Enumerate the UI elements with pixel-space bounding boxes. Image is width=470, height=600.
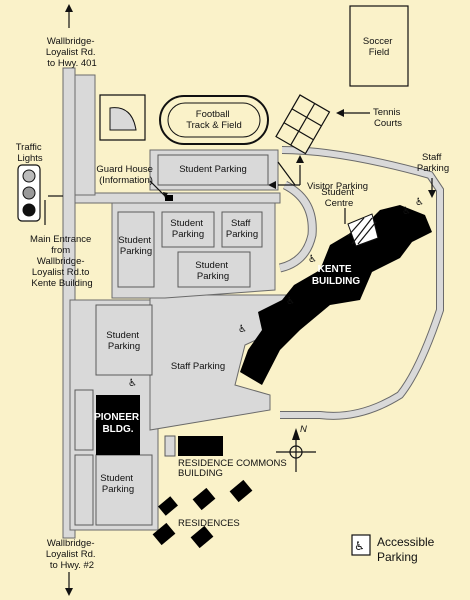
visitor-parking-pointers (268, 155, 304, 189)
hatch-1 (351, 217, 373, 245)
legend-swatch (351, 534, 371, 556)
accessible-icon-4: ♿ (286, 296, 295, 307)
hatch-3 (347, 217, 365, 237)
residence-commons-building (178, 436, 223, 456)
kente-building (240, 205, 432, 385)
student-parking-south (95, 454, 153, 526)
baseball-infield (109, 107, 137, 131)
student-parking-top-label: Student Parking (179, 164, 247, 175)
guard-house (165, 195, 173, 201)
north-access-road (74, 74, 96, 196)
accessible-icon-3: ♿ (308, 254, 317, 265)
traffic-lights-label: Traffic Lights (16, 142, 45, 164)
residence-commons-label: RESIDENCE COMMONS BUILDING (178, 458, 289, 479)
student-parking-west-label: Student Parking (106, 330, 141, 352)
legend-label: Accessible Parking (377, 535, 438, 564)
staff-parking-ne-label: Staff Parking (417, 152, 449, 174)
staff-parking-inner-lot (221, 211, 263, 248)
guard-house-pointer (149, 180, 166, 197)
accessible-icon-1: ♿ (402, 206, 411, 217)
staff-parking-center-label: Staff Parking (171, 361, 225, 372)
pioneer-building (96, 395, 140, 455)
student-parking-mid2-label: Student Parking (195, 260, 230, 282)
football-track (159, 95, 269, 145)
tennis-arrowhead (336, 109, 344, 117)
residences-label: RESIDENCES (178, 518, 240, 529)
traffic-light-top (22, 169, 36, 183)
small-lot-3 (164, 435, 176, 457)
inner-curve-road-fill (279, 181, 316, 272)
student-parking-mid1 (161, 211, 215, 248)
main-entrance-label: Main Entrance from Wallbridge- Loyalist … (30, 234, 94, 289)
football-track-inner (167, 102, 261, 138)
traffic-light-mid (22, 186, 36, 200)
student-parking-south-label: Student Parking (100, 473, 135, 495)
soccer-field-label: Soccer Field (363, 36, 395, 58)
soccer-field (349, 5, 409, 87)
ring-road-inner (280, 147, 443, 419)
student-parking-left-label: Student Parking (118, 235, 153, 257)
student-parking-top (157, 154, 269, 186)
traffic-light-bottom (22, 203, 36, 217)
south-road-label: Wallbridge- Loyalist Rd. to Hwy. #2 (46, 538, 98, 571)
tennis-courts-label: Tennis Courts (373, 107, 403, 129)
visitor-parking-label: Visitor Parking (307, 181, 368, 192)
residences (152, 479, 253, 549)
legend-accessible-icon: ♿ (354, 539, 365, 553)
hatch-2 (357, 221, 377, 245)
guard-house-label: Guard House (Information) (96, 164, 155, 186)
accessible-icon-2: ♿ (415, 197, 424, 208)
north-arrow (276, 428, 316, 472)
north-road-arrow (65, 4, 73, 28)
staff-parking-ne-pointer (428, 178, 436, 198)
accessible-icon-6: ♿ (128, 378, 137, 389)
accessible-icon-5: ♿ (238, 324, 247, 335)
south-road-arrow (65, 572, 73, 596)
student-parking-mid1-label: Student Parking (170, 218, 205, 240)
small-lot-1 (74, 389, 94, 451)
north-road-label: Wallbridge- Loyalist Rd. to Hwy. 401 (46, 36, 98, 69)
main-entrance-road (74, 192, 281, 204)
north-arrow-label: N (300, 424, 307, 435)
student-parking-west (95, 304, 153, 376)
tennis-courts (275, 94, 331, 155)
guard-house-arrowhead (163, 192, 168, 198)
student-parking-left (117, 211, 155, 288)
student-parking-mid2 (177, 251, 251, 288)
kente-building-label: KENTE BUILDING (312, 264, 361, 287)
staff-parking-inner-label: Staff Parking (226, 218, 258, 240)
small-lot-2 (74, 454, 94, 526)
football-label: Football Track & Field (186, 109, 242, 131)
student-centre-label: Student Centre (321, 187, 356, 209)
pioneer-building-label: PIONEER BLDG. (94, 412, 142, 435)
